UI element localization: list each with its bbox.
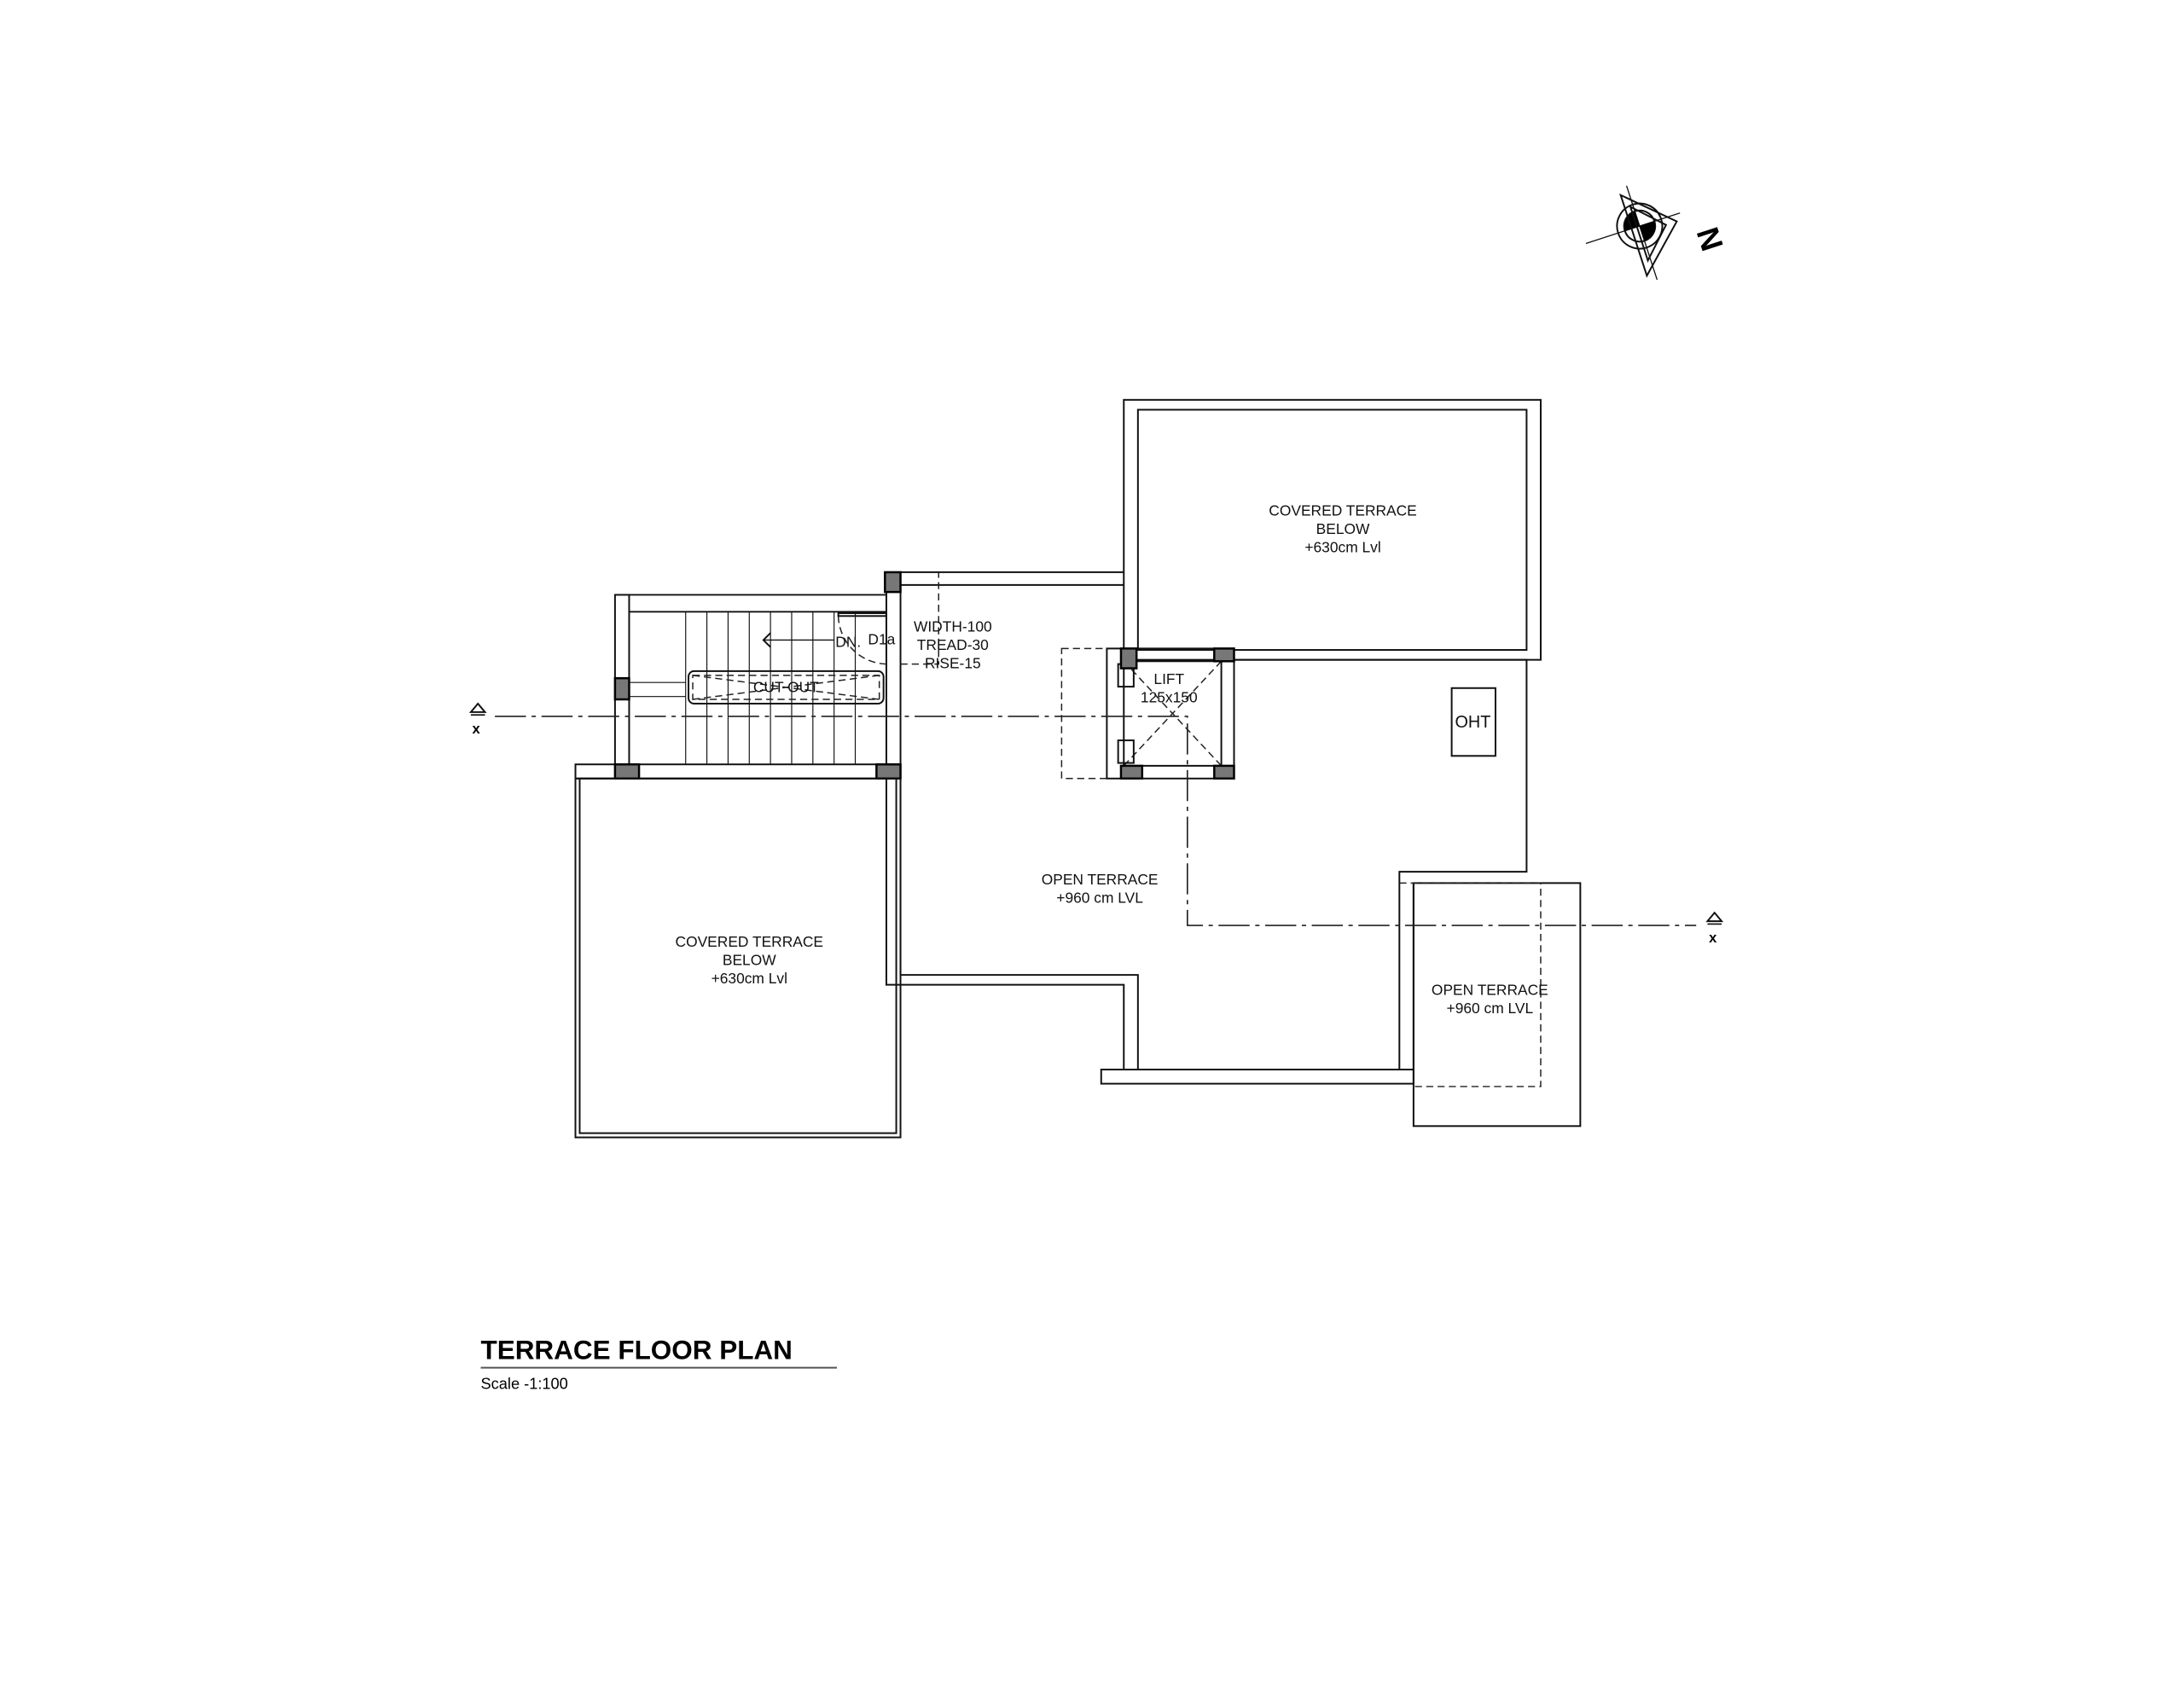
plan-title: TERRACE FLOOR PLAN xyxy=(481,1336,793,1365)
plan-scale: Scale -1:100 xyxy=(481,1375,568,1392)
svg-text:DN.: DN. xyxy=(835,634,861,651)
svg-text:+630cm Lvl: +630cm Lvl xyxy=(712,970,787,987)
svg-text:BELOW: BELOW xyxy=(723,951,776,968)
lower-covered-terrace: COVERED TERRACE BELOW +630cm Lvl xyxy=(574,777,902,1139)
svg-text:125x150: 125x150 xyxy=(1141,688,1198,705)
svg-text:+630cm Lvl: +630cm Lvl xyxy=(1304,539,1380,556)
svg-text:+960 cm LVL: +960 cm LVL xyxy=(1447,1000,1534,1017)
north-label: N xyxy=(1690,223,1730,255)
svg-text:D1a: D1a xyxy=(868,630,895,647)
svg-text:OHT: OHT xyxy=(1455,713,1490,732)
lift-shaft: LIFT 125x150 xyxy=(1060,647,1235,780)
svg-text:+960 cm LVL: +960 cm LVL xyxy=(1056,890,1143,907)
upper-covered-terrace: COVERED TERRACE BELOW +630cm Lvl xyxy=(1123,398,1542,661)
north-arrow-icon xyxy=(1585,185,1681,281)
svg-text:RISE-15: RISE-15 xyxy=(925,655,981,672)
open-terrace-middle: OPEN TERRACE +960 cm LVL xyxy=(1042,871,1159,907)
svg-text:WIDTH-100: WIDTH-100 xyxy=(914,618,992,635)
section-line: x x xyxy=(468,702,1724,946)
svg-text:x: x xyxy=(1709,930,1717,946)
open-terrace-right: OPEN TERRACE +960 cm LVL xyxy=(1399,882,1582,1128)
oht-tank: OHT xyxy=(1450,687,1496,757)
svg-text:BELOW: BELOW xyxy=(1316,520,1370,537)
svg-text:COVERED TERRACE: COVERED TERRACE xyxy=(676,933,823,950)
svg-text:x: x xyxy=(473,721,481,737)
svg-text:OPEN TERRACE: OPEN TERRACE xyxy=(1042,871,1159,888)
staircase: CUT OUT DN. D1a WIDTH-100 TREAD-30 RISE-… xyxy=(574,571,992,780)
svg-text:TREAD-30: TREAD-30 xyxy=(917,636,989,653)
svg-text:COVERED TERRACE: COVERED TERRACE xyxy=(1269,502,1416,519)
svg-text:OPEN TERRACE: OPEN TERRACE xyxy=(1432,981,1548,998)
svg-text:CUT OUT: CUT OUT xyxy=(753,679,819,696)
svg-text:LIFT: LIFT xyxy=(1153,670,1184,687)
